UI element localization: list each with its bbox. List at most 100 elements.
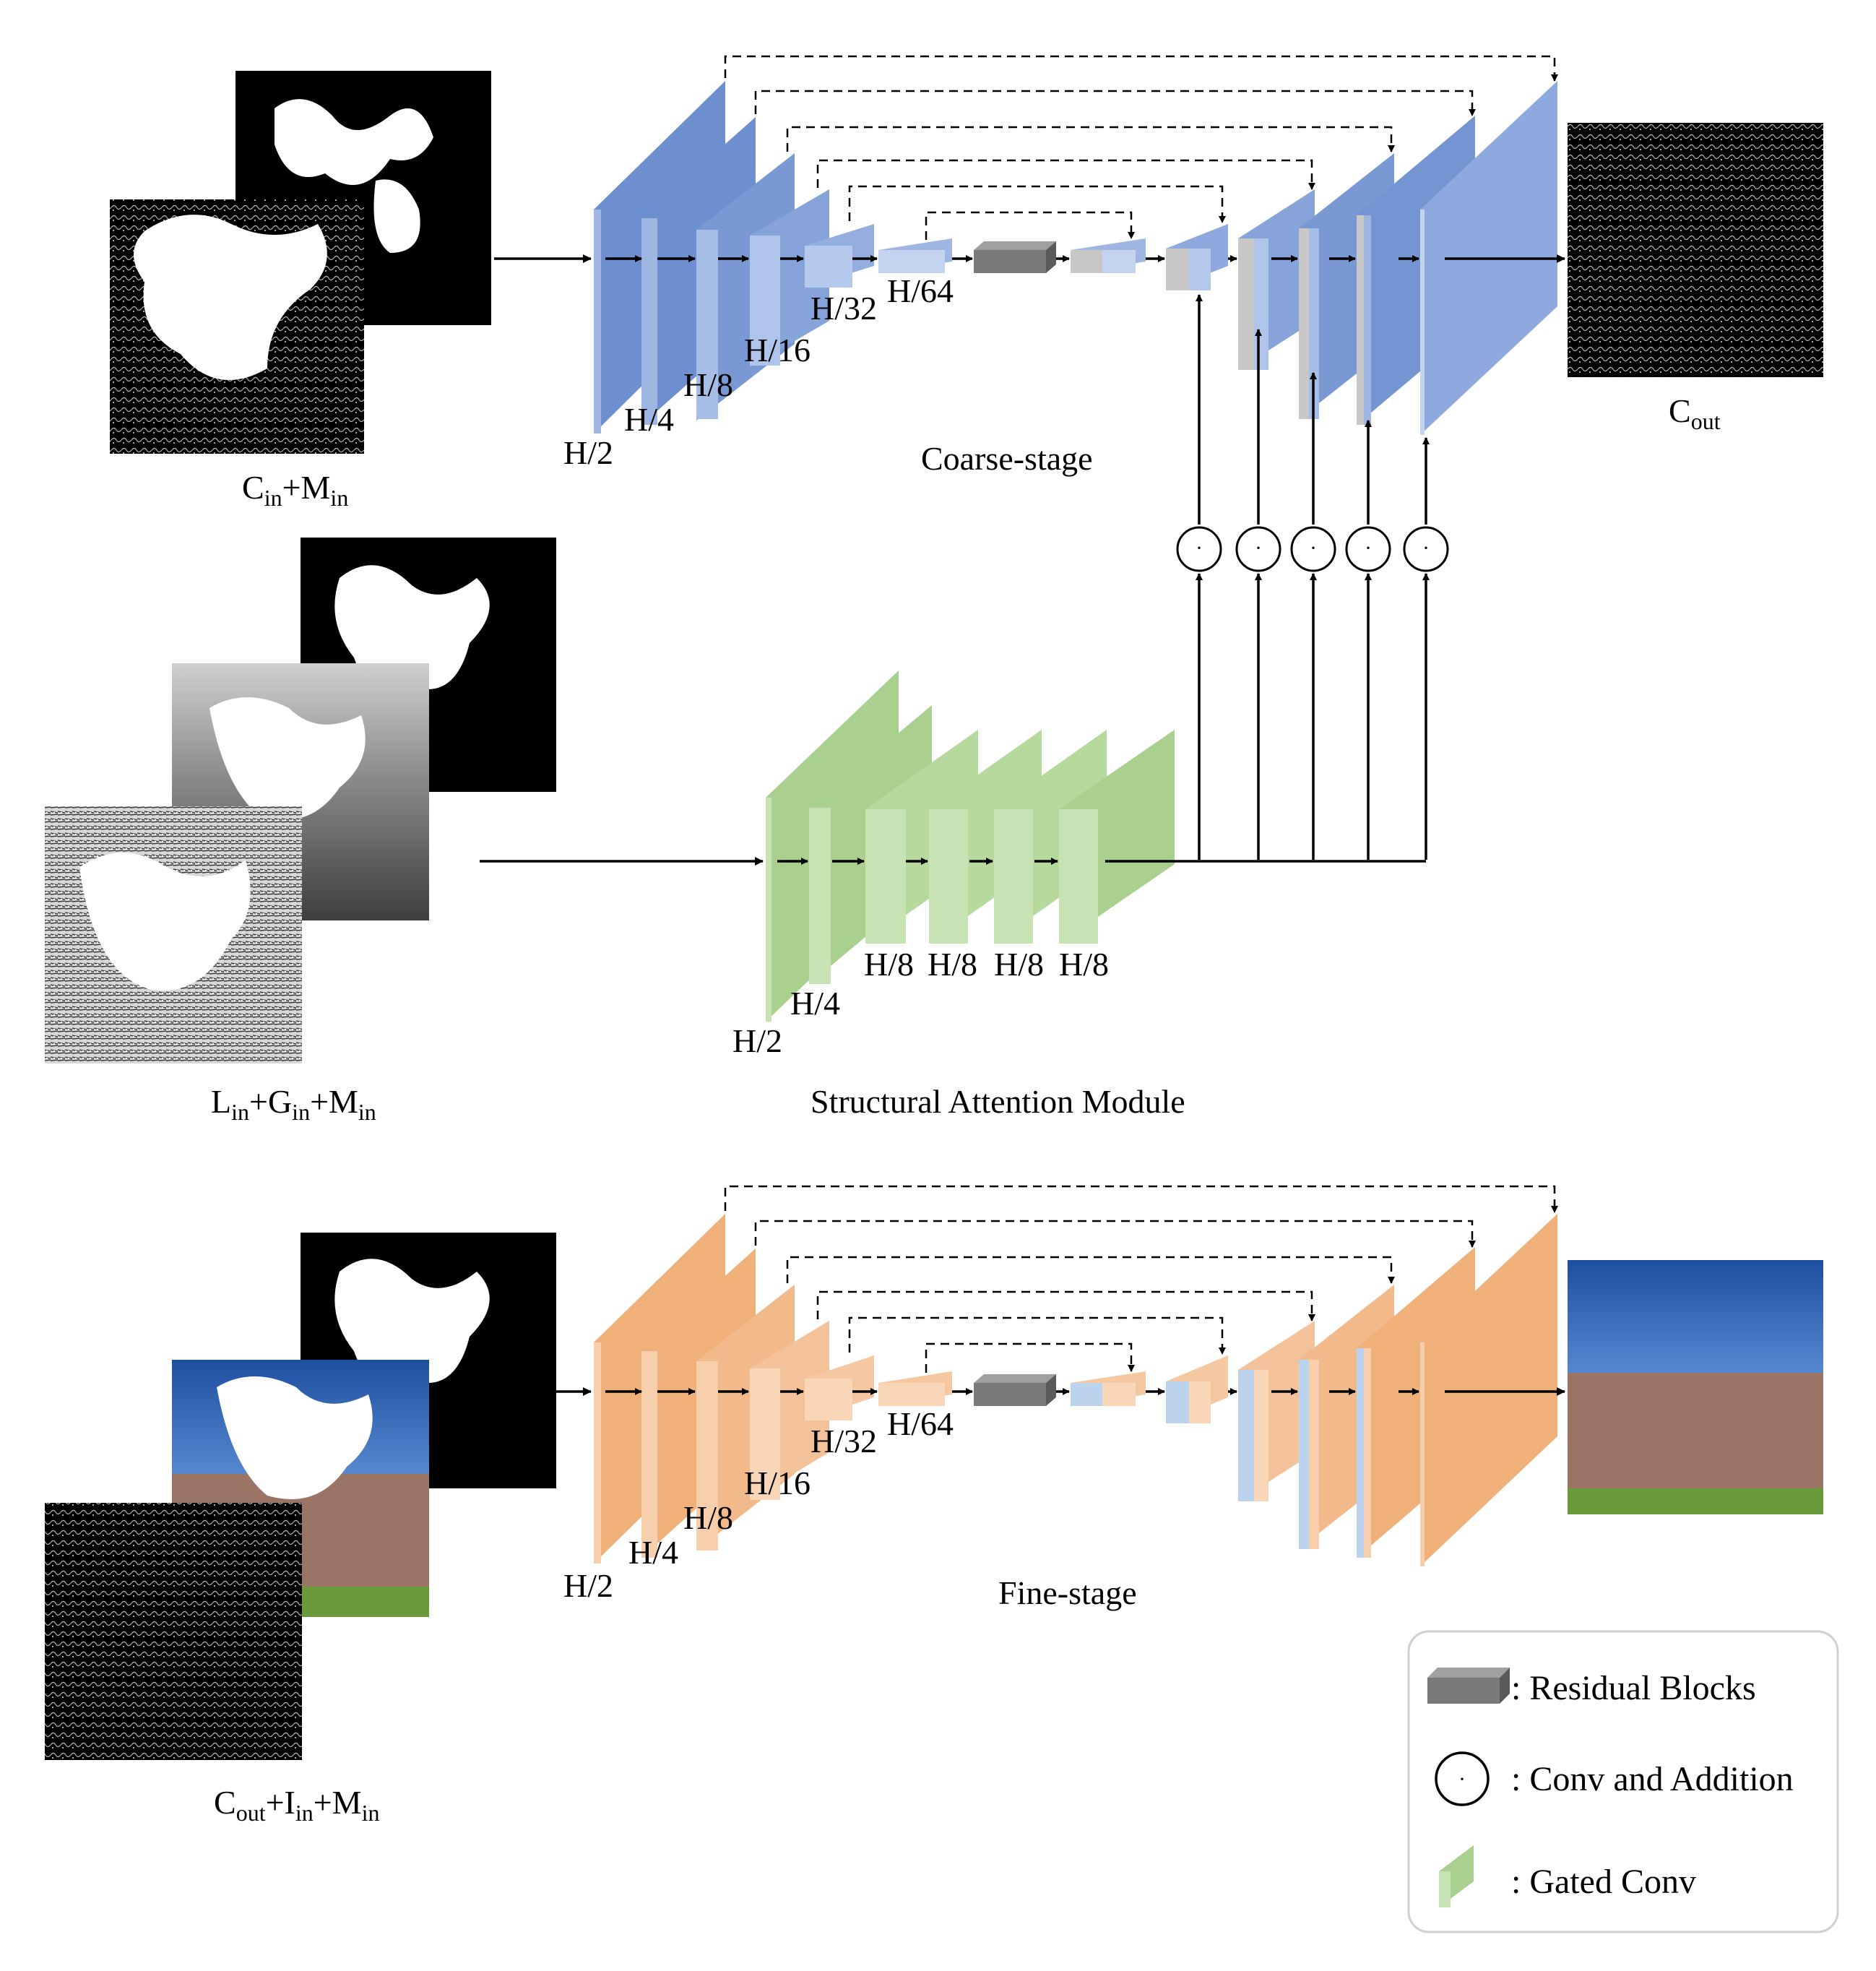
fine-decoder bbox=[1071, 1214, 1557, 1566]
conv-add-symbol: · bbox=[1422, 536, 1430, 560]
enc-label-h64: H/64 bbox=[887, 1405, 954, 1442]
mask-hole-shape bbox=[134, 215, 327, 380]
dec-skip bbox=[1166, 1381, 1189, 1423]
skip-line bbox=[816, 1290, 1315, 1321]
enc-block-face bbox=[805, 246, 852, 288]
gated-block-face bbox=[809, 808, 831, 984]
conv-add-node: · bbox=[1176, 526, 1222, 572]
dec-face bbox=[1189, 249, 1211, 290]
fine-skip-connections bbox=[724, 1185, 1558, 1373]
dec-face bbox=[1102, 250, 1136, 273]
sam-gated-conv-blocks bbox=[766, 670, 1175, 1022]
dec-face bbox=[1102, 1383, 1136, 1406]
dec-skip bbox=[1238, 238, 1254, 370]
coarse-stage-title: Coarse-stage bbox=[921, 440, 1093, 477]
mask-hole-shape bbox=[209, 697, 366, 820]
coarse-input-label: Cin+Min bbox=[242, 469, 348, 511]
dec-face bbox=[1254, 1370, 1268, 1501]
enc-block-face bbox=[594, 210, 601, 434]
skip-line bbox=[848, 185, 1226, 223]
fine-stage-title: Fine-stage bbox=[998, 1574, 1137, 1611]
sam-label-h8: H/8 bbox=[1059, 946, 1109, 983]
skip-line bbox=[925, 211, 1135, 240]
conv-add-node: · bbox=[1235, 526, 1281, 572]
coarse-output-image bbox=[1568, 123, 1823, 377]
legend-residual-icon bbox=[1427, 1668, 1510, 1704]
dec-skip bbox=[1357, 215, 1364, 425]
conv-add-symbol: · bbox=[1310, 536, 1317, 560]
sam-label-h4: H/4 bbox=[790, 985, 840, 1022]
dec-skip bbox=[1357, 1348, 1364, 1558]
dec-face bbox=[1420, 1342, 1425, 1566]
fine-input-label: Cout+Iin+Min bbox=[214, 1784, 379, 1826]
conv-add-symbol: · bbox=[1458, 1767, 1466, 1791]
gated-block-face bbox=[994, 809, 1033, 944]
coarse-input-images: Cin+Min bbox=[110, 71, 491, 511]
enc-block-face bbox=[878, 1383, 945, 1406]
enc-block-face bbox=[594, 1342, 601, 1564]
coarse-output-label: Cout bbox=[1669, 392, 1721, 434]
mask-hole-shape bbox=[275, 99, 433, 185]
skip-line bbox=[754, 1220, 1476, 1248]
dec-skip bbox=[1071, 250, 1102, 273]
enc-block-face bbox=[696, 1361, 718, 1551]
skip-line bbox=[816, 159, 1315, 190]
structural-attention-module: Lin+Gin+Min H/2 H/4 H/8 bbox=[45, 538, 1426, 1125]
dec-skip bbox=[1071, 1383, 1102, 1406]
conv-add-node: · bbox=[1403, 526, 1449, 572]
mask-hole-shape bbox=[79, 853, 251, 991]
fine-output-image bbox=[1568, 1260, 1823, 1514]
legend-conv-add-label: : Conv and Addition bbox=[1511, 1760, 1794, 1798]
coarse-residual-block bbox=[974, 241, 1056, 273]
dec-face bbox=[1309, 228, 1319, 419]
enc-label-h2: H/2 bbox=[563, 1567, 613, 1604]
conv-add-symbol: · bbox=[1196, 536, 1203, 560]
enc-label-h32: H/32 bbox=[811, 290, 877, 327]
conv-add-node: · bbox=[1345, 526, 1391, 572]
gated-block-face bbox=[929, 809, 968, 944]
enc-label-h16: H/16 bbox=[744, 1465, 811, 1501]
legend-conv-add-icon: · bbox=[1435, 1751, 1490, 1806]
enc-block-face bbox=[878, 250, 945, 273]
enc-label-h2: H/2 bbox=[563, 434, 613, 471]
legend-gated-conv-icon bbox=[1439, 1845, 1474, 1907]
enc-label-h4: H/4 bbox=[624, 401, 674, 438]
enc-label-h4: H/4 bbox=[628, 1534, 678, 1571]
gated-block-face bbox=[1059, 809, 1098, 944]
dec-skip bbox=[1299, 1360, 1309, 1549]
enc-label-h8: H/8 bbox=[683, 1499, 733, 1536]
dec-block-final bbox=[1420, 1214, 1557, 1566]
fine-residual-block bbox=[974, 1374, 1056, 1406]
enc-block-face bbox=[641, 1351, 657, 1558]
fine-stage: Cout+Iin+Min H/2 H/4 H/8 H/16 H/32 H/64 bbox=[45, 1185, 1823, 1826]
skip-line bbox=[724, 1185, 1558, 1213]
conv-add-symbol: · bbox=[1255, 536, 1262, 560]
coarse-output-edge-image bbox=[45, 1503, 302, 1760]
fine-input-images: Cout+Iin+Min bbox=[45, 1233, 556, 1826]
gated-block-face bbox=[766, 798, 771, 1022]
sam-label-h8: H/8 bbox=[928, 946, 977, 983]
enc-label-h8: H/8 bbox=[683, 366, 733, 403]
enc-block-face bbox=[750, 236, 780, 366]
gated-block-face bbox=[865, 809, 906, 944]
legend-gated-conv-label: : Gated Conv bbox=[1511, 1863, 1696, 1901]
coarse-stage: Cin+Min H/2 H/4 H/8 H/16 H/32 H/64 bbox=[110, 55, 1823, 511]
sam-label-h2: H/2 bbox=[732, 1022, 782, 1059]
legend-residual-label: : Residual Blocks bbox=[1511, 1669, 1756, 1707]
dec-face bbox=[1364, 215, 1371, 425]
enc-block-face bbox=[696, 230, 718, 419]
fine-encoder: H/2 H/4 H/8 H/16 H/32 H/64 bbox=[563, 1214, 954, 1604]
skip-line bbox=[724, 55, 1558, 82]
sam-input-images: Lin+Gin+Min bbox=[45, 538, 556, 1125]
dec-skip bbox=[1299, 228, 1309, 419]
dec-face bbox=[1254, 238, 1268, 370]
dec-face bbox=[1309, 1360, 1319, 1549]
skip-line bbox=[786, 1256, 1395, 1284]
coarse-encoder: H/2 H/4 H/8 H/16 H/32 H/64 bbox=[563, 81, 954, 471]
dec-face bbox=[1364, 1348, 1371, 1558]
dec-skip bbox=[1238, 1370, 1254, 1501]
enc-block-face bbox=[805, 1379, 852, 1420]
skip-line bbox=[786, 126, 1395, 152]
mask-hole-shape bbox=[334, 565, 490, 690]
